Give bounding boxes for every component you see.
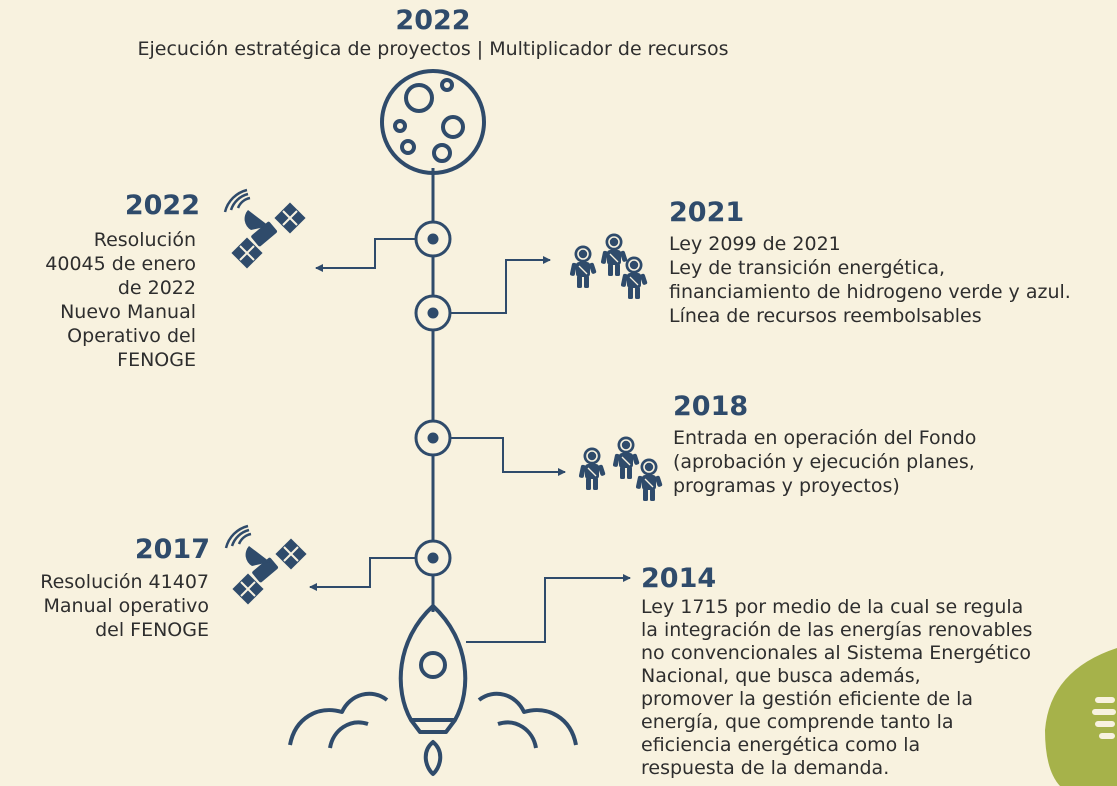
connector-2017 (309, 557, 416, 591)
milestone-line: respuesta de la demanda. (641, 757, 890, 779)
milestone-line: eficiencia energética como la (641, 734, 921, 756)
milestone-year-2022: 2022 (124, 190, 200, 221)
milestone-line: promover la gestión eficiente de la (641, 688, 974, 710)
milestone-line: energía, que comprende tanto la (641, 711, 954, 733)
milestone-line: Ley 1715 por medio de la cual se regula (641, 596, 1024, 618)
leaf-decoration-icon (1045, 648, 1117, 786)
astronauts-icon (568, 232, 649, 300)
milestone-line: Operativo del (67, 325, 196, 347)
top-year: 2022 (395, 5, 471, 36)
milestone-line: Ley 2099 de 2021 (669, 233, 841, 255)
rocket-icon (288, 604, 578, 776)
astronauts-icon (577, 435, 664, 502)
timeline-node-2017 (414, 539, 452, 577)
milestone-line: Nuevo Manual (60, 301, 196, 323)
milestone-line: Entrada en operación del Fondo (673, 427, 977, 449)
timeline-node-2018 (414, 419, 452, 457)
top-subtitle: Ejecución estratégica de proyectos | Mul… (137, 38, 729, 60)
milestone-year-2018: 2018 (673, 391, 749, 422)
milestone-line: Línea de recursos reembolsables (669, 305, 982, 327)
milestone-year-2017: 2017 (134, 534, 210, 565)
milestone-line: Manual operativo (43, 595, 209, 617)
timeline-node-2022 (414, 220, 452, 258)
connector-2021 (450, 256, 551, 314)
planet-icon (380, 69, 486, 175)
milestone-text-2021: Ley 2099 de 2021 Ley de transición energ… (669, 232, 1071, 328)
milestone-line: Resolución 41407 (40, 571, 209, 593)
milestone-line: programas y proyectos) (673, 475, 900, 497)
milestone-line: Ley de transición energética, (669, 257, 946, 279)
milestone-text-2022: Resolución 40045 de enero de 2022 Nuevo … (0, 228, 196, 372)
milestone-text-2017: Resolución 41407 Manual operativo del FE… (0, 570, 209, 642)
milestone-line: de 2022 (117, 277, 196, 299)
connector-2014 (466, 574, 631, 643)
milestone-text-2014: Ley 1715 por medio de la cual se regula … (641, 596, 1032, 780)
satellite-icon (224, 524, 308, 606)
milestone-year-2021: 2021 (669, 197, 745, 228)
timeline-node-2021 (414, 294, 452, 332)
milestone-text-2018: Entrada en operación del Fondo (aprobaci… (673, 426, 976, 498)
milestone-line: la integración de las energías renovable… (641, 619, 1033, 641)
milestone-line: financiamiento de hidrogeno verde y azul… (669, 281, 1071, 303)
connector-2018 (450, 437, 566, 476)
milestone-line: (aprobación y ejecución planes, (673, 451, 975, 473)
satellite-icon (223, 188, 307, 270)
milestone-line: FENOGE (117, 349, 196, 371)
milestone-line: Resolución (93, 229, 196, 251)
milestone-line: del FENOGE (95, 619, 209, 641)
milestone-line: 40045 de enero (45, 253, 196, 275)
milestone-line: Nacional, que busca además, (641, 665, 921, 687)
connector-2022 (315, 238, 416, 272)
milestone-year-2014: 2014 (641, 563, 717, 594)
milestone-line: no convencionales al Sistema Energético (641, 642, 1032, 664)
